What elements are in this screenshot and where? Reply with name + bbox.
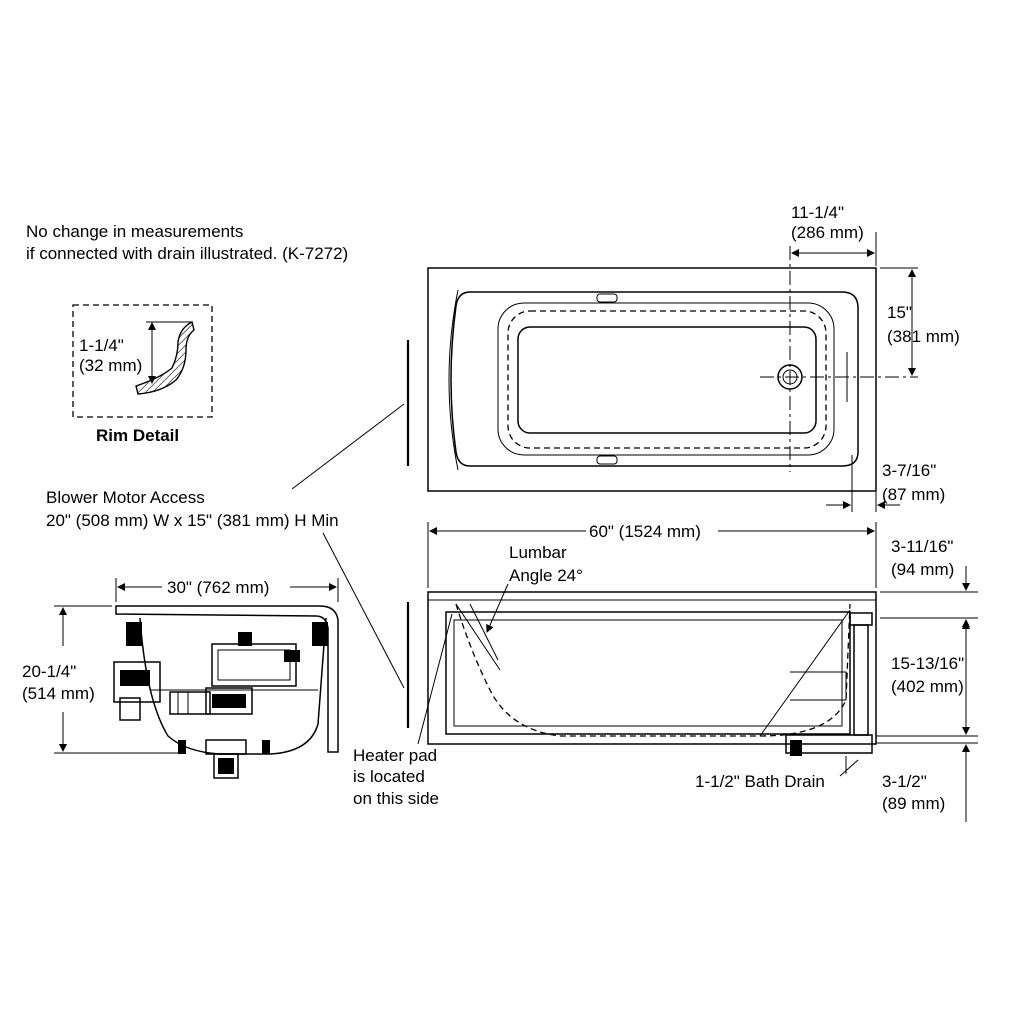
length-total: 60" (1524 mm)	[589, 522, 701, 541]
drain-depth-in: 15"	[887, 303, 912, 322]
drain-offset-mm: (286 mm)	[791, 223, 864, 242]
drain-depth-mm: (381 mm)	[887, 327, 960, 346]
connection-note-line2: if connected with drain illustrated. (K-…	[26, 244, 348, 263]
end-foot-left	[178, 740, 186, 754]
rim-height-mm: (94 mm)	[891, 560, 954, 579]
bath-drain-label: 1-1/2" Bath Drain	[695, 772, 825, 791]
lumbar-label-line1: Lumbar	[509, 543, 567, 562]
drain-below-in: 3-1/2"	[882, 772, 927, 791]
lumbar-angle-line	[469, 603, 499, 661]
plan-air-jet-bottom	[596, 455, 618, 465]
bath-drain-assembly	[785, 612, 873, 774]
blower-note-line2: 20" (508 mm) W x 15" (381 mm) H Min	[46, 511, 339, 530]
plan-outer-deck	[427, 267, 877, 492]
front-dimensions: 3-11/16" (94 mm) 15-13/16" (402 mm) 3-1/…	[876, 537, 978, 822]
drain-below-mm: (89 mm)	[882, 794, 945, 813]
front-apron-panel-inner	[453, 619, 843, 727]
pump-housing	[113, 661, 161, 703]
lumbar-leader	[486, 583, 509, 633]
blower-base-dark	[212, 694, 246, 708]
end-view: 30" (762 mm) 20-1/4" (514 mm)	[22, 578, 339, 779]
connection-note-line1: No change in measurements	[26, 222, 243, 241]
rim-height-in: 3-11/16"	[891, 537, 953, 556]
lumbar-label-line2: Angle 24°	[509, 566, 583, 585]
front-overflow-housing	[790, 671, 847, 701]
end-drain-trap-dark	[218, 758, 234, 774]
plan-dimensions: 11-1/4" (286 mm) 15" (381 mm) 3-7/16" (8…	[791, 203, 960, 512]
plan-headrest-curve	[448, 289, 459, 471]
heater-note-line2: is located	[353, 767, 425, 786]
blower-note-line1: Blower Motor Access	[46, 488, 205, 507]
heater-leader	[417, 613, 453, 745]
lumbar-line	[455, 603, 501, 671]
heater-note-line1: Heater pad	[353, 746, 437, 765]
blower-connector	[238, 632, 252, 646]
connection-note: No change in measurements if connected w…	[26, 222, 348, 263]
drain-offset-in: 11-1/4"	[791, 203, 844, 222]
width-total: 30" (762 mm)	[167, 578, 269, 597]
waste-tee	[785, 734, 873, 754]
front-view: 60" (1524 mm) Lumbar Angle 24° Heater pa…	[353, 522, 877, 808]
bath-drain-leader	[839, 759, 859, 777]
end-jet-right	[312, 622, 328, 646]
pump-pipe	[169, 691, 211, 715]
height-total-in: 20-1/4"	[22, 662, 76, 681]
pump-outlet	[119, 697, 141, 721]
apron-in: 3-7/16"	[882, 461, 936, 480]
front-basin-hidden	[455, 603, 851, 737]
blower-access-note: Blower Motor Access 20" (508 mm) W x 15"…	[46, 340, 410, 728]
rim-detail-frame	[72, 304, 213, 418]
blower-motor	[205, 632, 300, 715]
end-jet-left	[126, 622, 142, 646]
front-apron	[427, 591, 877, 745]
plan-air-jet-top	[596, 293, 618, 303]
drain-shoe	[790, 740, 802, 756]
overflow-cap	[849, 612, 873, 626]
front-slope-line	[759, 609, 851, 737]
end-rim-profile	[115, 605, 339, 753]
drain-height-in: 15-13/16"	[891, 654, 964, 673]
blower-leader-top	[291, 403, 405, 490]
end-foot-right	[262, 740, 270, 754]
plan-view	[427, 246, 918, 492]
end-drain-trap	[213, 753, 239, 779]
heater-note-line3: on this side	[353, 789, 439, 808]
rim-detail: 1-1/4" (32 mm) Rim Detail	[72, 304, 213, 445]
blower-housing	[211, 643, 297, 687]
blower-cap	[284, 650, 300, 662]
blower-leader-bottom	[322, 532, 405, 689]
drain-height-mm: (402 mm)	[891, 677, 964, 696]
plan-basin-floor	[517, 326, 817, 434]
rim-dim-mm: (32 mm)	[79, 356, 142, 375]
plan-basin-wall	[497, 302, 835, 456]
overflow-tube	[853, 624, 869, 736]
pump-core	[120, 670, 150, 686]
rim-detail-title: Rim Detail	[96, 426, 179, 445]
apron-mm: (87 mm)	[882, 485, 945, 504]
blower-base	[205, 687, 253, 715]
rim-dim-in: 1-1/4"	[79, 336, 124, 355]
end-drain-body	[205, 739, 247, 755]
plan-basin-rim	[450, 291, 859, 467]
rim-profile	[135, 320, 195, 395]
end-drain	[178, 739, 270, 779]
blower-housing-inner	[217, 649, 291, 681]
height-total-mm: (514 mm)	[22, 684, 95, 703]
front-apron-panel	[445, 611, 851, 735]
pump-assembly	[113, 661, 211, 721]
plan-jet-ring	[507, 310, 827, 449]
